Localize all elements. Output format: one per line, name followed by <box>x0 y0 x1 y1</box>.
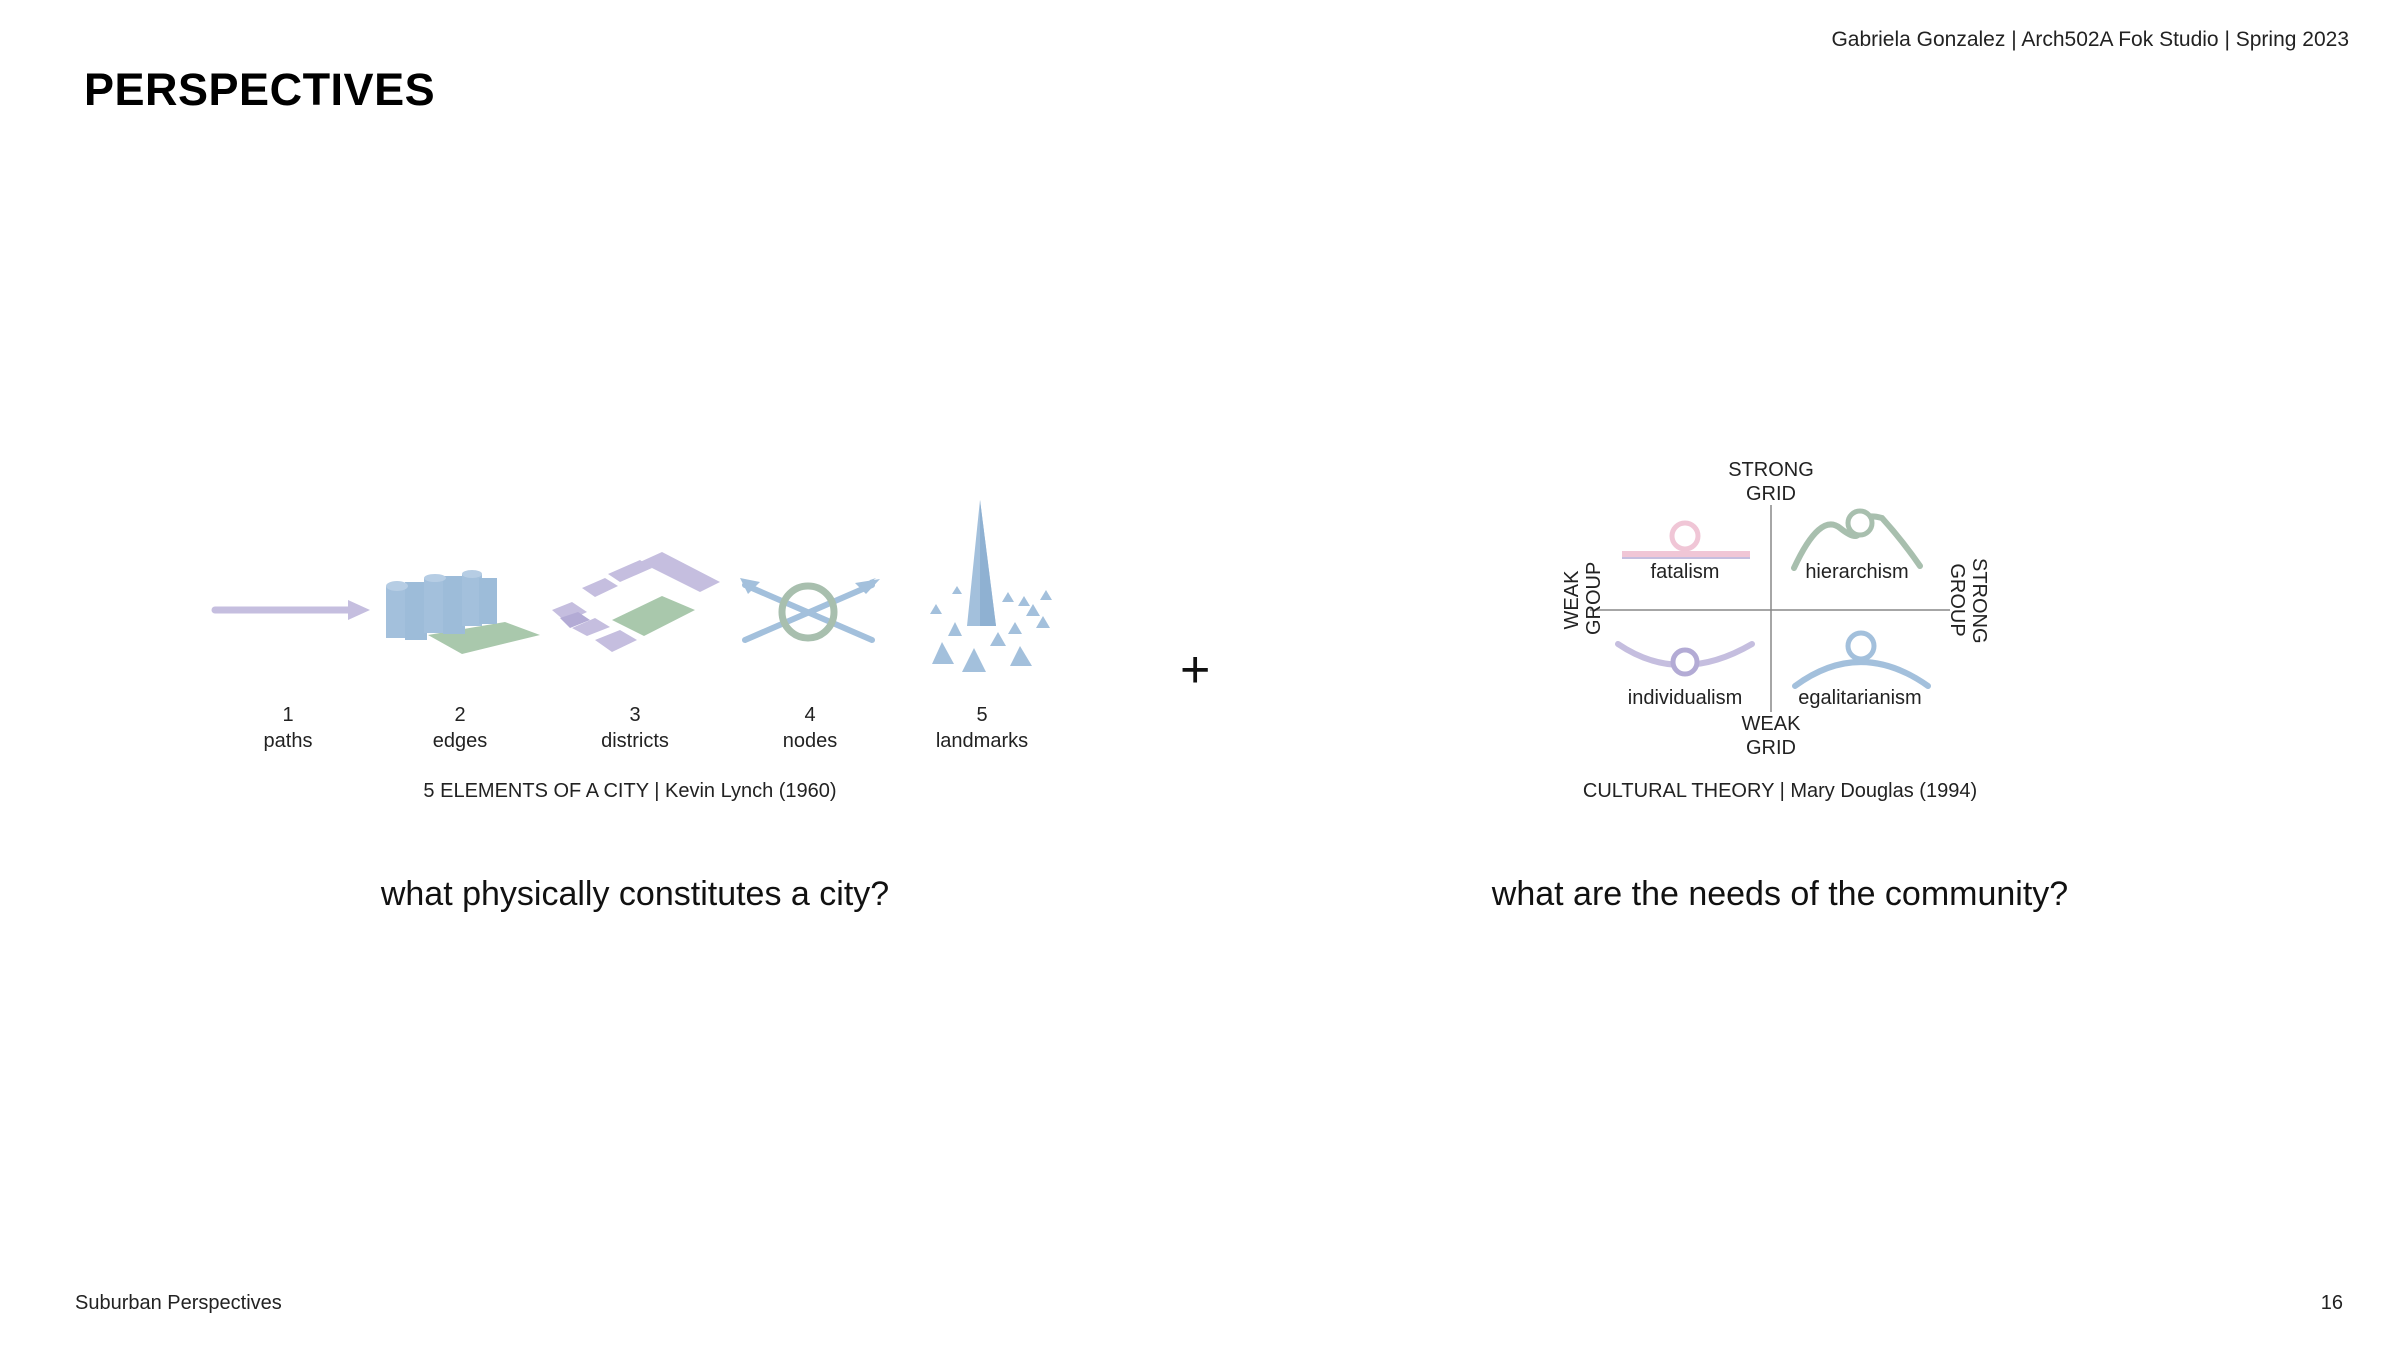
element-label: paths <box>263 730 313 752</box>
strong-group-label: STRONG GROUP <box>1946 558 1990 644</box>
edges-icon <box>386 570 540 654</box>
element-number: 4 <box>804 704 816 726</box>
lynch-illustrations <box>211 500 1052 672</box>
element-label: landmarks <box>935 730 1029 752</box>
quadrant-fatalism: fatalism <box>1650 561 1720 583</box>
element-districts: 3 districts <box>555 702 715 754</box>
element-label: nodes <box>782 730 838 752</box>
element-number: 2 <box>454 704 466 726</box>
districts-icon <box>552 552 720 652</box>
element-landmarks: 5 landmarks <box>902 702 1062 754</box>
douglas-caption: CULTURAL THEORY | Mary Douglas (1994) <box>1582 780 1978 802</box>
quadrant-egalitarianism: egalitarianism <box>1798 687 1922 709</box>
paths-icon <box>211 600 370 620</box>
lynch-diagram: 1 paths 2 edges 3 districts 4 nodes 5 la… <box>200 490 1060 810</box>
footer-title: Suburban Perspectives <box>75 1292 282 1314</box>
element-number: 3 <box>629 704 641 726</box>
element-label: edges <box>432 730 488 752</box>
element-paths: 1 paths <box>208 702 368 754</box>
page-number: 16 <box>2320 1292 2343 1314</box>
plus-sign: + <box>1180 641 1211 699</box>
header-credit: Gabriela Gonzalez | Arch502A Fok Studio … <box>1831 28 2349 51</box>
weak-grid-label: WEAK GRID <box>1741 713 1801 759</box>
quadrant-individualism: individualism <box>1627 687 1743 709</box>
individualism-icon <box>1615 641 1755 677</box>
quadrant-hierarchism: hierarchism <box>1805 561 1909 583</box>
lynch-caption: 5 ELEMENTS OF A CITY | Kevin Lynch (1960… <box>423 780 837 802</box>
strong-grid-label: STRONG GRID <box>1728 459 1814 505</box>
grid-group-axes <box>1590 505 1950 712</box>
cultural-theory-diagram: STRONG GRID WEAK GRID WEAK GROUP STRONG … <box>1530 450 2030 810</box>
hierarchism-icon <box>1791 508 1923 571</box>
weak-group-label: WEAK GROUP <box>1561 561 1605 635</box>
egalitarianism-icon <box>1792 630 1931 689</box>
landmarks-icon <box>930 500 1052 672</box>
page-title: PERSPECTIVES <box>84 64 436 115</box>
element-label: districts <box>601 730 669 752</box>
lynch-question: what physically constitutes a city? <box>380 875 890 913</box>
element-nodes: 4 nodes <box>730 702 890 754</box>
fatalism-icon <box>1622 520 1750 559</box>
element-edges: 2 edges <box>380 702 540 754</box>
douglas-question: what are the needs of the community? <box>1491 875 2069 913</box>
nodes-icon <box>740 578 880 643</box>
element-number: 5 <box>976 704 988 726</box>
element-number: 1 <box>282 704 294 726</box>
